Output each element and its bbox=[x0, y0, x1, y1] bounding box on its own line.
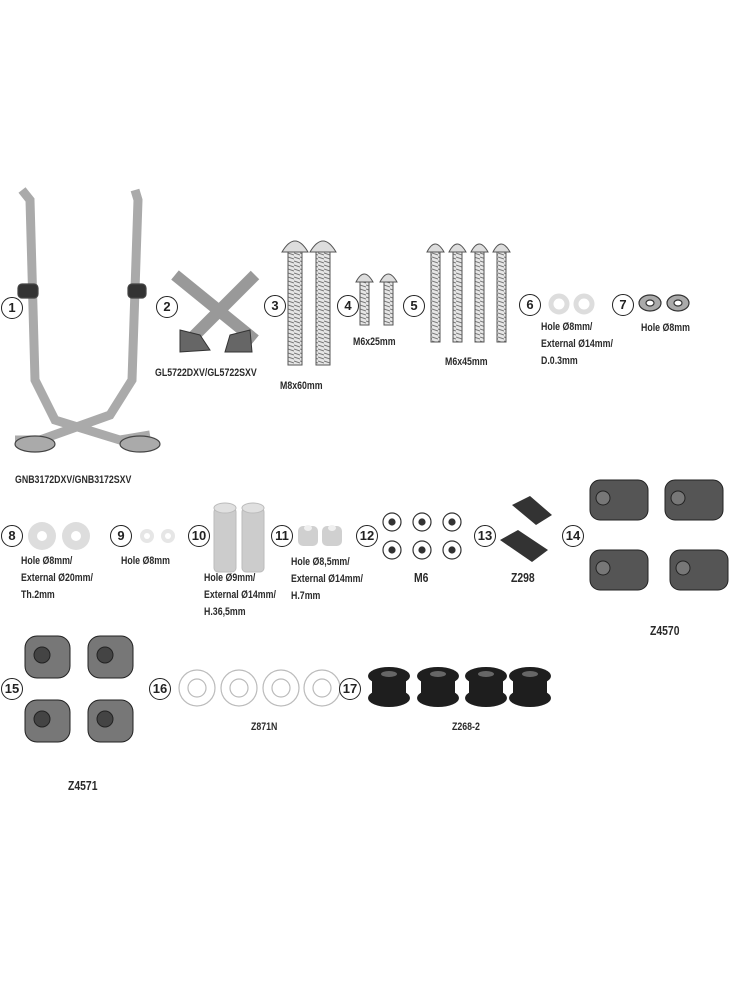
part-label-6-line-2: External Ø14mm/ bbox=[541, 338, 613, 350]
part-number-10: 10 bbox=[188, 525, 210, 547]
part-number-15: 15 bbox=[1, 678, 23, 700]
part-number-6: 6 bbox=[519, 294, 541, 316]
part-label-6-line-3: D.0.3mm bbox=[541, 355, 578, 367]
part-number-16: 16 bbox=[149, 678, 171, 700]
part-label-11-line-2: External Ø14mm/ bbox=[291, 573, 363, 585]
clear-rings-z871n bbox=[178, 669, 341, 707]
part-number-4: 4 bbox=[337, 295, 359, 317]
part-label-8: Hole Ø8mm/ External Ø20mm/ Th.2mm bbox=[21, 553, 93, 604]
part-number-3: 3 bbox=[264, 295, 286, 317]
part-number-2: 2 bbox=[156, 296, 178, 318]
bracket-gl5722 bbox=[171, 270, 260, 353]
part-number-1: 1 bbox=[1, 297, 23, 319]
part-number-9: 9 bbox=[110, 525, 132, 547]
part-number-11: 11 bbox=[271, 525, 293, 547]
part-number-8: 8 bbox=[1, 525, 23, 547]
clamps-z4570 bbox=[589, 479, 729, 591]
part-number-12: 12 bbox=[356, 525, 378, 547]
part-number-17: 17 bbox=[339, 678, 361, 700]
spacers-short bbox=[298, 525, 342, 546]
part-label-17: Z268-2 bbox=[452, 721, 480, 733]
part-number-13: 13 bbox=[474, 525, 496, 547]
part-label-2: GL5722DXV/GL5722SXV bbox=[155, 367, 257, 379]
part-label-1: GNB3172DXV/GNB3172SXV bbox=[15, 474, 132, 486]
part-label-11-line-3: H.7mm bbox=[291, 590, 321, 602]
part-label-8-line-3: Th.2mm bbox=[21, 589, 55, 601]
washers-thin bbox=[548, 293, 595, 315]
washers-small bbox=[140, 529, 175, 543]
part-label-8-line-2: External Ø20mm/ bbox=[21, 572, 93, 584]
part-label-12: M6 bbox=[414, 570, 429, 585]
part-label-4: M6x25mm bbox=[353, 336, 396, 348]
part-label-11-line-1: Hole Ø8,5mm/ bbox=[291, 556, 350, 568]
part-label-5: M6x45mm bbox=[445, 356, 488, 368]
part-label-14: Z4570 bbox=[650, 623, 680, 638]
part-label-9: Hole Ø8mm bbox=[121, 555, 170, 567]
screws-m6x25 bbox=[355, 273, 398, 326]
bracket-gnb3172 bbox=[14, 187, 161, 453]
washers-large bbox=[28, 522, 90, 550]
part-number-7: 7 bbox=[612, 294, 634, 316]
part-label-15: Z4571 bbox=[68, 778, 98, 793]
rubber-pads-z298 bbox=[500, 496, 552, 562]
part-label-8-line-1: Hole Ø8mm/ bbox=[21, 555, 73, 567]
part-number-14: 14 bbox=[562, 525, 584, 547]
part-label-3: M8x60mm bbox=[280, 380, 323, 392]
screws-m8x60 bbox=[281, 240, 337, 366]
part-label-16: Z871N bbox=[251, 721, 278, 733]
clamps-z4571 bbox=[24, 635, 134, 743]
part-label-10-line-3: H.36,5mm bbox=[204, 606, 246, 618]
part-label-10-line-1: Hole Ø9mm/ bbox=[204, 572, 256, 584]
part-label-11: Hole Ø8,5mm/ External Ø14mm/ H.7mm bbox=[291, 554, 363, 605]
spacers-long bbox=[213, 502, 265, 573]
part-label-13: Z298 bbox=[511, 570, 535, 585]
part-label-10-line-2: External Ø14mm/ bbox=[204, 589, 276, 601]
spring-washers bbox=[638, 294, 690, 312]
part-label-10: Hole Ø9mm/ External Ø14mm/ H.36,5mm bbox=[204, 570, 276, 621]
grommets-z268-2 bbox=[368, 667, 551, 707]
part-label-7: Hole Ø8mm bbox=[641, 322, 690, 334]
screws-m6x45 bbox=[426, 243, 511, 343]
part-label-6-line-1: Hole Ø8mm/ bbox=[541, 321, 593, 333]
part-label-6: Hole Ø8mm/ External Ø14mm/ D.0.3mm bbox=[541, 319, 613, 370]
nuts-m6 bbox=[382, 512, 462, 560]
part-number-5: 5 bbox=[403, 295, 425, 317]
